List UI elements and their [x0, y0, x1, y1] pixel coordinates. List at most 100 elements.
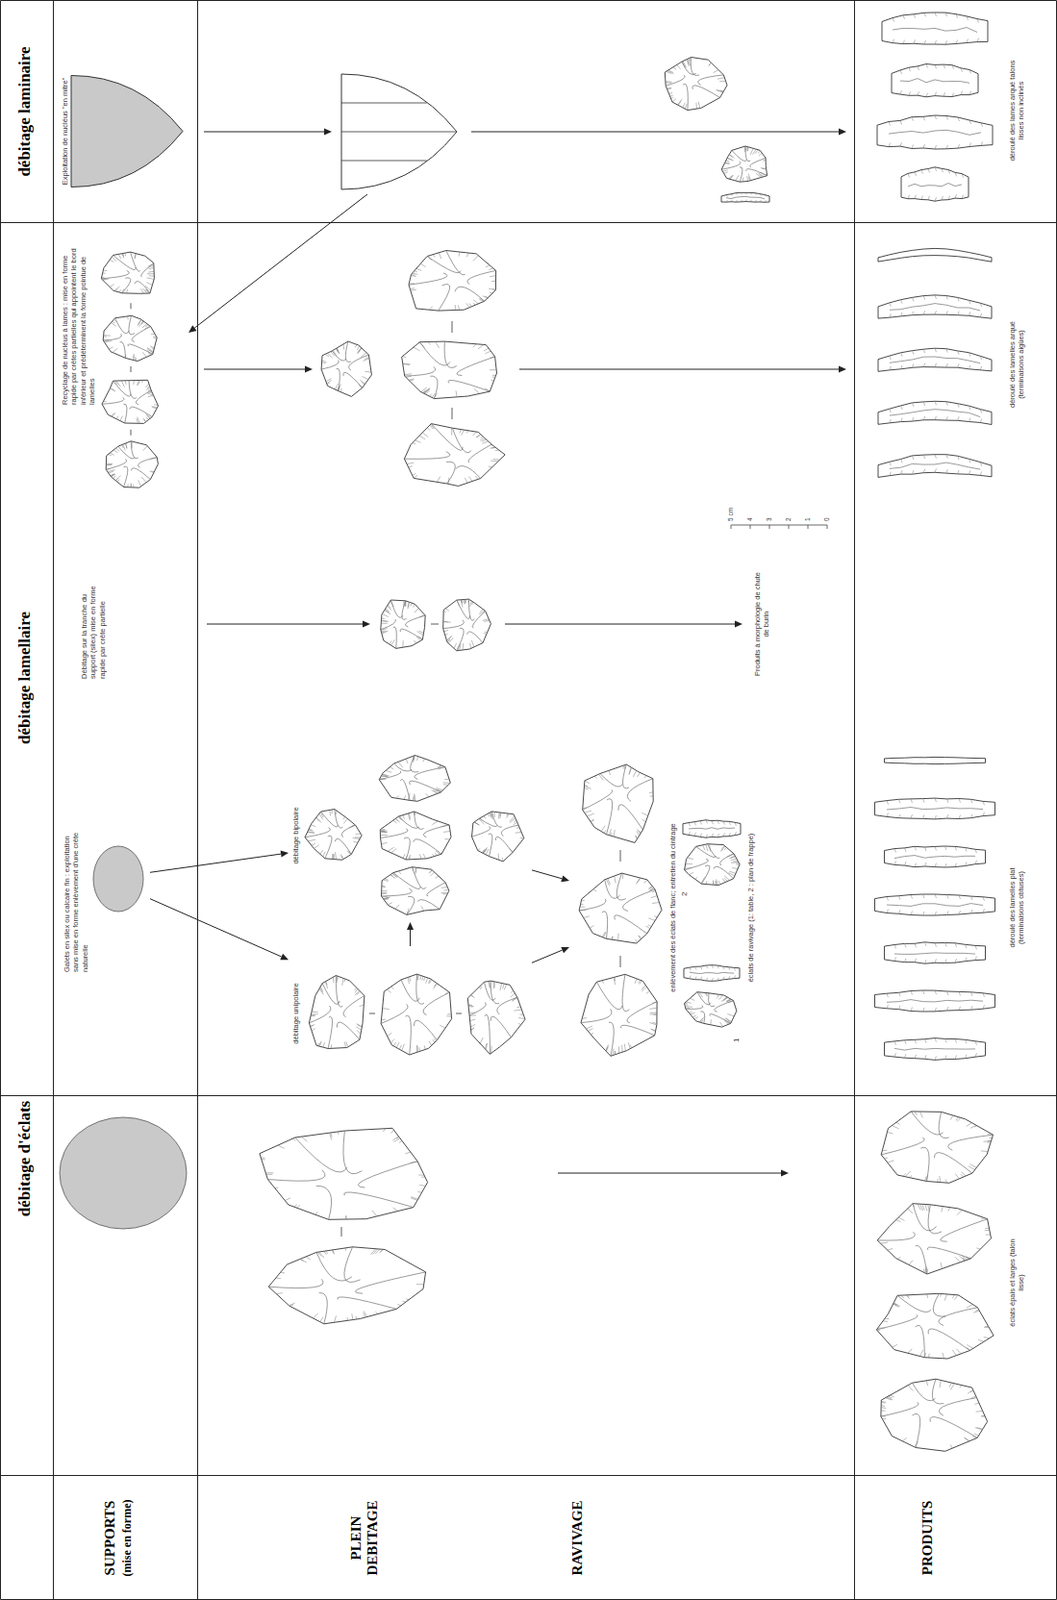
core-scheme — [71, 75, 183, 188]
view-separator — [130, 302, 132, 309]
table-rule — [0, 222, 1057, 224]
flint-hatching — [907, 167, 964, 202]
stage-group: déroulé des lamelles arqué (terminaisons… — [858, 229, 1030, 500]
flint-hatching — [402, 341, 497, 399]
blade-ridge — [688, 828, 735, 831]
flow-arrow-head — [734, 621, 743, 629]
blade-ridge — [900, 78, 970, 84]
blade-ridge — [892, 27, 978, 33]
row-header: PRODUITS — [919, 1478, 936, 1599]
flint-hatching — [474, 811, 525, 862]
connector-line — [531, 950, 563, 963]
column-header: débitage d'éclats — [15, 1033, 35, 1284]
table-rule — [0, 0, 1, 1600]
flow-connector — [150, 899, 289, 961]
flint-core — [402, 341, 498, 400]
flint-hatching — [889, 295, 982, 318]
scale-tick — [788, 525, 790, 529]
flint-hatching — [894, 942, 978, 964]
caption-text: éclats épais et larges (talon lisse) — [1007, 1234, 1027, 1332]
table-rule — [0, 1095, 1057, 1097]
flint-blade — [884, 756, 986, 764]
flint-blade — [683, 965, 740, 982]
flint-ridge — [105, 441, 157, 488]
flint-core — [378, 755, 451, 803]
arrow-head — [406, 922, 414, 931]
stage-group: déroulé des lamelles plat (terminaisons … — [858, 739, 1030, 1077]
view-separator — [620, 850, 622, 862]
drawing-area — [69, 64, 185, 199]
flow-connector — [531, 947, 570, 963]
view-separator — [452, 321, 453, 333]
flint-ridge — [443, 599, 486, 652]
row-subheader: (mise en forme) — [121, 1478, 135, 1599]
flint-hatching — [689, 965, 736, 982]
flint-core — [880, 1111, 993, 1183]
flint-hatching — [101, 252, 155, 294]
table-rule — [854, 0, 856, 1600]
flint-hatching — [889, 348, 982, 371]
flint-ridge — [469, 981, 518, 1055]
blade-ridge — [889, 356, 981, 364]
stage-group: enlèvement des éclats de flanc; entretie… — [569, 749, 759, 1067]
flint-core — [721, 146, 767, 182]
flint-hatching — [307, 809, 361, 860]
table-rule — [0, 1599, 1057, 1600]
stage-group: Produits à morphologie de chute de burin — [750, 566, 775, 682]
scale-tick — [807, 525, 809, 529]
caption-text: débitage bipolaire — [291, 752, 301, 920]
connector-line — [150, 854, 281, 873]
flint-ridge — [876, 1293, 978, 1358]
arrow-head — [280, 851, 289, 858]
flow-arrow-head — [362, 621, 371, 629]
flint-ridge — [408, 251, 497, 312]
flint-hatching — [880, 1380, 985, 1449]
flint-blade — [884, 1038, 986, 1061]
flint-ridge — [582, 764, 654, 835]
flint-ridge — [381, 867, 447, 916]
flint-ridge — [308, 976, 365, 1050]
connector-line — [409, 930, 411, 947]
view-separator — [620, 956, 622, 968]
arrow-head — [560, 947, 570, 954]
connectors — [150, 851, 570, 964]
flint-hatching — [894, 1038, 978, 1061]
row-header: SUPPORTS — [101, 1478, 119, 1599]
flint-ridge — [578, 873, 655, 939]
flint-ridge — [380, 600, 426, 649]
scale-value: 1 — [805, 517, 812, 522]
blade-ridge — [889, 462, 981, 470]
flint-hatching — [103, 316, 158, 361]
flint-blade — [884, 942, 986, 964]
flint-core — [582, 764, 655, 843]
flint-hatching — [892, 12, 980, 45]
flow-arrow-head — [838, 128, 847, 136]
view-separator — [369, 1013, 376, 1015]
support-ellipse — [93, 846, 144, 912]
flint-ridge — [102, 315, 153, 358]
flint-ridge — [880, 1379, 978, 1448]
caption-text: débitage unipolaire — [291, 949, 301, 1079]
drawing-area — [861, 8, 1008, 213]
blade-ridge — [907, 183, 962, 187]
flint-core — [877, 1204, 991, 1275]
connector-line — [531, 870, 562, 880]
flow-arrow — [206, 624, 363, 626]
column-header: débitage lamellaire — [15, 553, 35, 804]
caption-text: déroulé des lamelles plat (terminaisons … — [1007, 850, 1027, 966]
flint-hatching — [378, 755, 451, 802]
drawing-area — [97, 237, 165, 502]
flint-ridge — [267, 1131, 418, 1220]
stage-group: Galets en silex ou calcaire fin : exploi… — [59, 782, 151, 976]
flint-hatching — [276, 1248, 425, 1323]
caption-text: Galets en silex ou calcaire fin : exploi… — [62, 828, 90, 973]
blade-ridge — [894, 855, 976, 859]
layout-arrows — [188, 128, 847, 1178]
flint-hatching — [581, 977, 657, 1056]
flow-arrow-head — [324, 128, 332, 136]
flow-arrow — [557, 1173, 781, 1175]
flow-arrow — [194, 194, 368, 328]
drawing-area — [861, 742, 1008, 1074]
callout-number: 1 — [732, 1038, 741, 1043]
